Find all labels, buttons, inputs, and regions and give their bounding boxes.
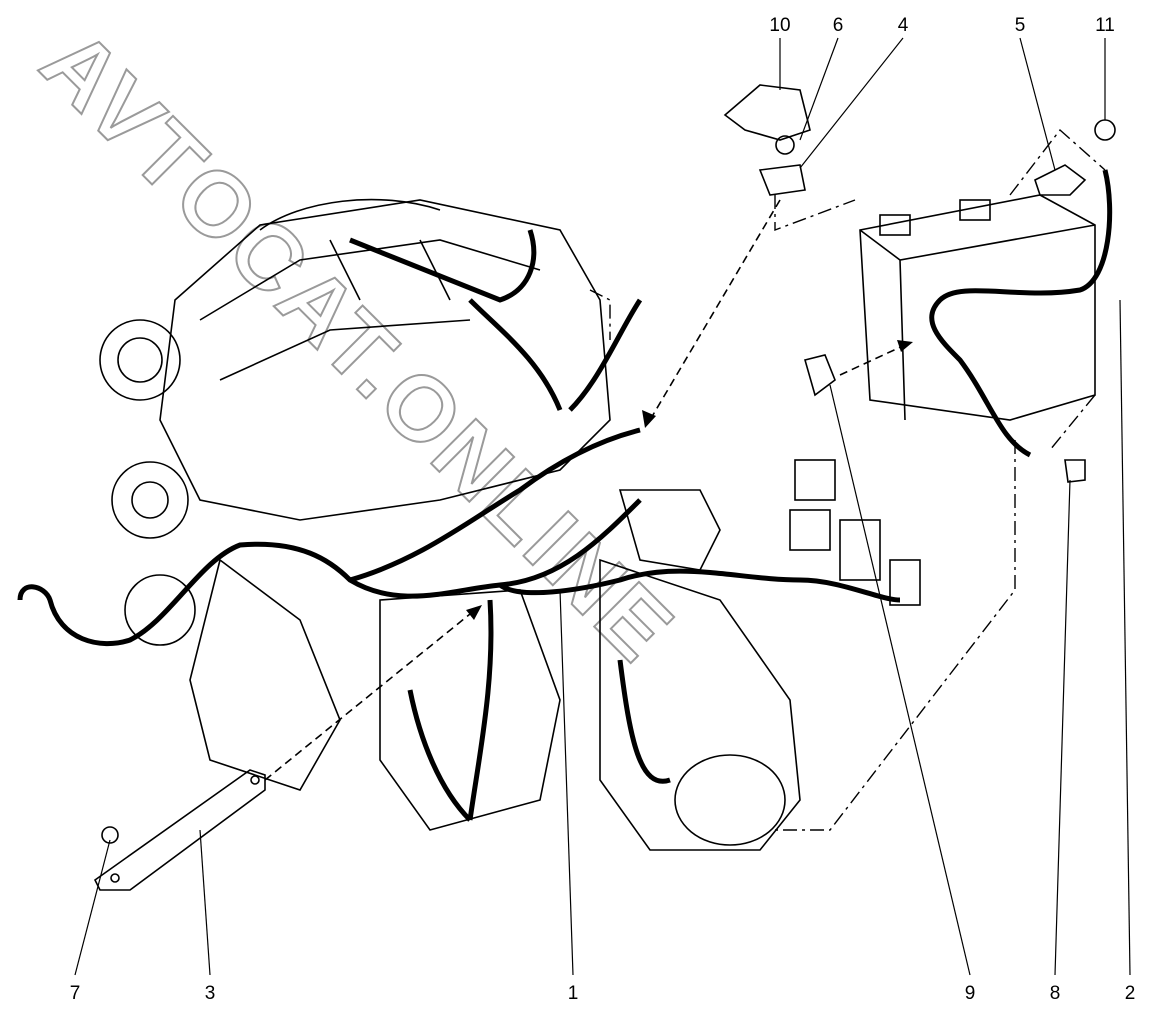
leader-lines (74, 37, 1131, 976)
callout-8: 8 (1049, 983, 1061, 1004)
relay-box (618, 459, 921, 606)
arrow-heads (466, 340, 913, 620)
terminal-parts (723, 84, 1116, 483)
battery-cable (929, 169, 1113, 458)
callout-1: 1 (567, 983, 579, 1004)
callout-6: 6 (832, 15, 844, 36)
assembly-arrows (264, 199, 906, 781)
guide-lines (589, 128, 1106, 831)
callout-11: 11 (1095, 15, 1115, 36)
callout-9: 9 (964, 983, 976, 1004)
callout-7: 7 (69, 983, 81, 1004)
callout-5: 5 (1014, 15, 1026, 36)
engine-assembly (99, 198, 801, 851)
callout-2: 2 (1124, 983, 1136, 1004)
callout-4: 4 (897, 15, 909, 36)
harness-bracket (93, 769, 266, 891)
callout-3: 3 (204, 983, 216, 1004)
callout-10: 10 (769, 15, 791, 36)
wiring-harness (17, 229, 901, 822)
